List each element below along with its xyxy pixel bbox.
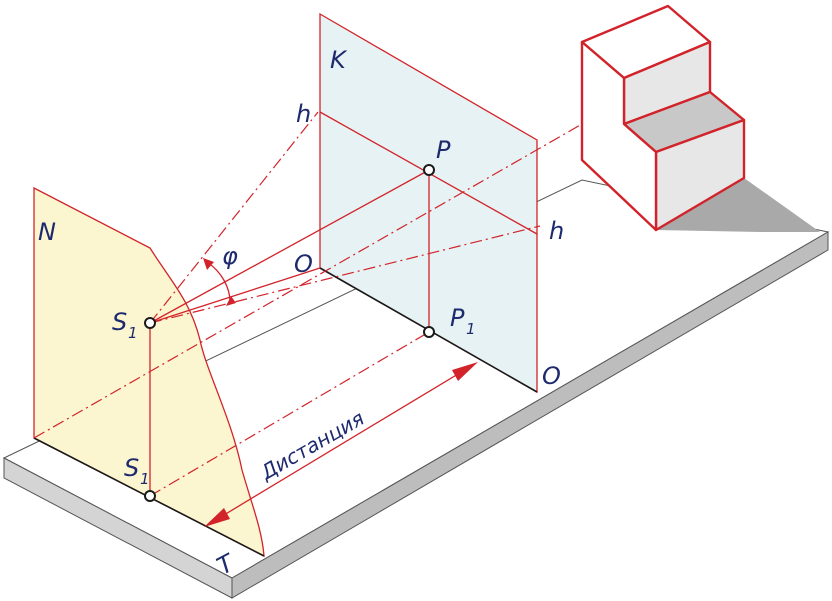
- horizon-ray-right: [149, 225, 541, 324]
- point-p1: [423, 326, 435, 338]
- label-eye-lower: S: [124, 454, 139, 482]
- distance-arrow-right: [452, 362, 478, 381]
- label-point-p1-sub: 1: [466, 320, 476, 338]
- stepped-object: [580, 4, 746, 232]
- sight-ray-to-o: [149, 267, 321, 324]
- label-point-p1: P: [450, 304, 465, 332]
- distance-axis-line: [149, 331, 430, 497]
- point-p: [423, 164, 435, 176]
- label-horizon-right: h: [549, 217, 564, 245]
- distance-arrow-left: [204, 508, 230, 527]
- label-plane-n: N: [38, 218, 56, 246]
- object-shadow: [656, 178, 820, 232]
- angle-arrow-top: [203, 258, 214, 270]
- point-s1-upper: [144, 317, 156, 329]
- sight-ray-to-p: [149, 169, 430, 324]
- distance-dimension-line: [213, 367, 469, 522]
- label-plane-k: K: [330, 46, 348, 74]
- ground-plane-right: [231, 231, 829, 599]
- label-angle-phi: φ: [222, 242, 238, 270]
- horizon-ray-left: [149, 111, 319, 324]
- angle-arrow-bottom: [226, 296, 236, 306]
- object-left-face: [580, 40, 658, 232]
- label-point-p: P: [436, 136, 451, 164]
- label-eye-lower-sub: 1: [140, 470, 150, 488]
- point-s1-lower: [144, 490, 156, 502]
- label-base-o-upper: O: [294, 250, 313, 278]
- label-eye-upper: S: [112, 308, 127, 336]
- sight-line-to-object: [33, 123, 583, 439]
- label-eye-upper-sub: 1: [128, 324, 138, 342]
- label-base-o-lower: O: [542, 362, 561, 390]
- label-horizon-left: h: [296, 100, 311, 128]
